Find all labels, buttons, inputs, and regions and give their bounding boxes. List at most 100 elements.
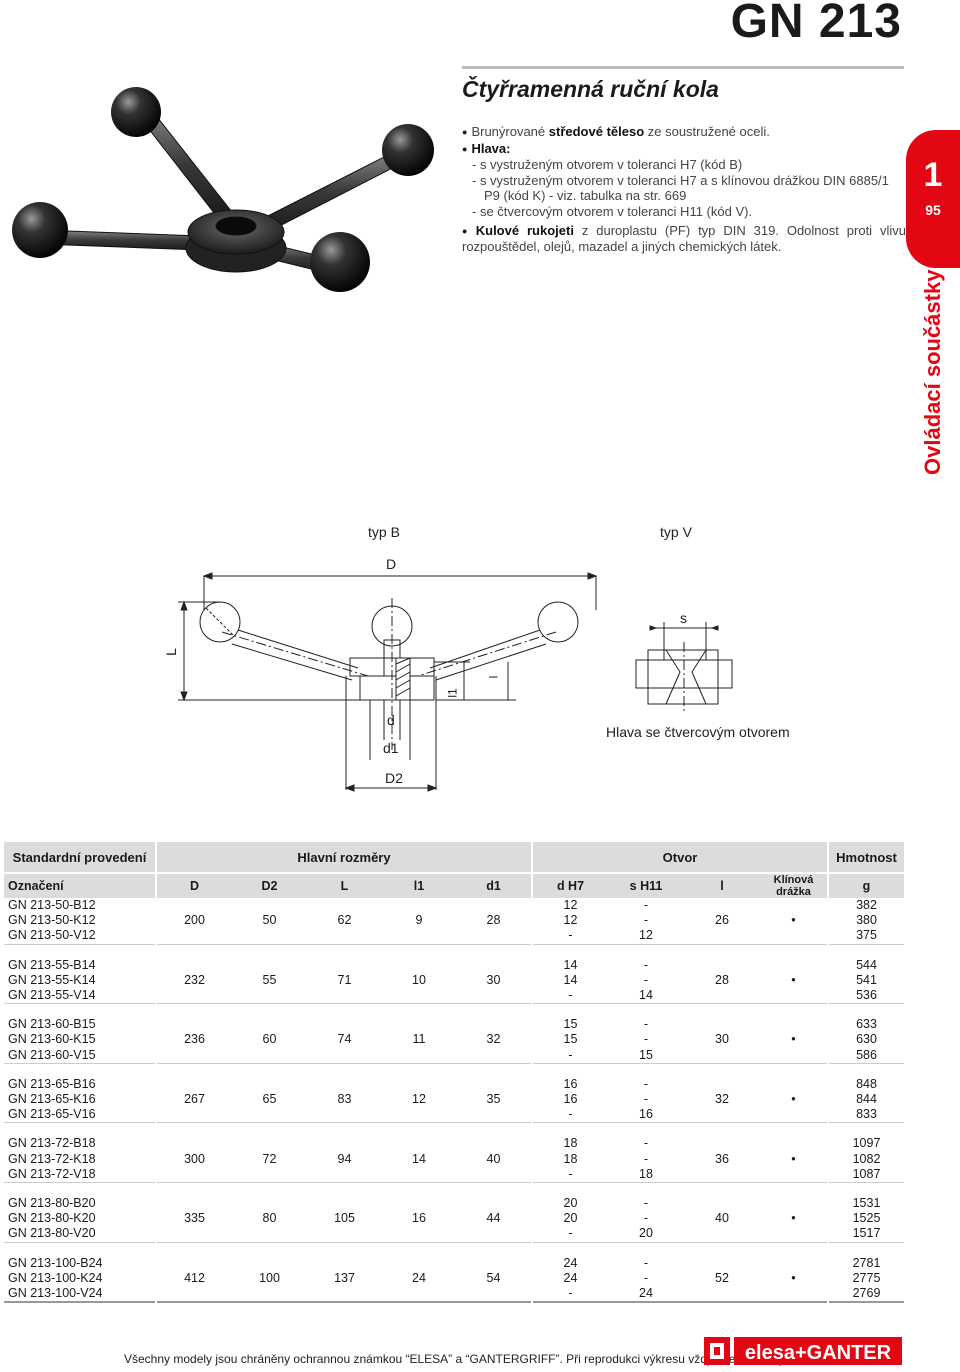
table-cell: 1517 (827, 1226, 904, 1243)
table-cell: 11 (412, 1032, 426, 1047)
table-cell: • (791, 1151, 796, 1166)
table-cell (684, 1107, 760, 1123)
table-cell: 267 (155, 1092, 232, 1108)
table-cell: - (531, 1226, 608, 1243)
table-cell: 40 (486, 1151, 501, 1166)
table-cell (760, 1017, 828, 1032)
table-cell (456, 1256, 532, 1271)
desc-grip: Kulové rukojeti z duroplastu (PF) typ DI… (462, 223, 906, 255)
table-cell (155, 1226, 232, 1243)
table-cell (232, 1107, 307, 1123)
table-cell (155, 1017, 232, 1033)
table-cell (382, 928, 456, 944)
type-b-label: typ B (368, 524, 400, 540)
table-cell: - (643, 1017, 649, 1032)
logo-text: elesa+GANTER (745, 1342, 892, 1364)
table-cell (684, 1017, 760, 1032)
table-cell (456, 898, 532, 913)
table-cell (382, 1196, 456, 1211)
table-cell (382, 1077, 456, 1092)
table-cell: 100 (259, 1270, 280, 1285)
table-cell: - (643, 1092, 649, 1107)
table-cell: 14 (639, 988, 653, 1003)
table-cell (760, 1226, 828, 1242)
table-cell: GN 213-55-V14 (8, 988, 96, 1003)
table-cell: 20 (531, 1211, 608, 1227)
table-cell: 380 (827, 913, 904, 929)
column-header: d H7 (531, 872, 608, 898)
table-cell (684, 928, 760, 944)
table-cell: 18 (531, 1136, 608, 1152)
table-cell (684, 1136, 760, 1151)
table-cell: 200 (155, 913, 232, 929)
table-cell (307, 1048, 382, 1064)
table-cell (684, 1286, 760, 1302)
table-cell: - (643, 1136, 649, 1151)
table-cell (232, 1048, 307, 1064)
spacer-cell (4, 1063, 904, 1077)
table-cell (155, 1196, 232, 1212)
table-cell: 24 (531, 1270, 608, 1287)
table-cell (232, 1286, 307, 1302)
column-header: s H11 (608, 872, 684, 898)
table-cell: 12 (412, 1092, 426, 1107)
table-cell: 1082 (827, 1151, 904, 1167)
table-cell (307, 1107, 382, 1123)
table-cell: GN 213-55-K14 (8, 972, 96, 987)
table-cell: 833 (827, 1107, 904, 1123)
table-cell: 14 (412, 1151, 426, 1166)
desc-head-label: Hlava: (462, 141, 906, 158)
table-cell: 16 (412, 1211, 426, 1226)
table-cell: 74 (337, 1032, 352, 1047)
table-cell: GN 213-50-K12 (8, 913, 96, 928)
table-cell (232, 1167, 307, 1183)
table-cell: 1097 (827, 1136, 904, 1152)
table-cell: • (791, 972, 796, 987)
table-cell (232, 1256, 307, 1271)
table-cell: 24 (412, 1270, 426, 1285)
table-cell: 9 (415, 913, 423, 928)
table-cell (307, 1226, 382, 1242)
table-cell: GN 213-65-B16 (8, 1076, 96, 1091)
dim-D2: D2 (385, 770, 403, 786)
table-cell (456, 1107, 532, 1123)
table-cell (382, 958, 456, 973)
desc-head-item: - s vystruženým otvorem v toleranci H7 a… (472, 172, 889, 188)
table-cell (155, 1047, 232, 1064)
table-cell: 24 (639, 1286, 653, 1301)
table-cell: 44 (486, 1211, 501, 1226)
table-cell (760, 1136, 828, 1151)
table-cell: 94 (337, 1151, 352, 1166)
table-cell: 62 (337, 913, 352, 928)
dim-l: l (486, 675, 501, 679)
table-cell: 1525 (827, 1211, 904, 1227)
table-cell: - (643, 1255, 649, 1270)
table-cell (382, 1256, 456, 1271)
table-cell (684, 1196, 760, 1211)
group-header: Hlavní rozměry (155, 842, 532, 873)
type-v-label: typ V (660, 524, 692, 540)
table-cell (155, 1255, 232, 1271)
table-cell: - (643, 1032, 649, 1047)
table-cell (232, 928, 307, 944)
table-cell (155, 1286, 232, 1303)
spacer-cell (4, 1004, 904, 1018)
table-cell: 848 (827, 1076, 904, 1093)
table-cell: 35 (486, 1092, 501, 1107)
table-cell (382, 1286, 456, 1302)
table-cell: 382 (827, 898, 904, 914)
table-cell: • (791, 1092, 796, 1107)
table-cell (307, 1196, 382, 1211)
table-cell: 15 (531, 1032, 608, 1048)
table-cell: GN 213-60-V15 (8, 1047, 96, 1062)
table-cell: - (643, 1270, 649, 1285)
table-cell (382, 1226, 456, 1242)
table-cell (307, 958, 382, 973)
